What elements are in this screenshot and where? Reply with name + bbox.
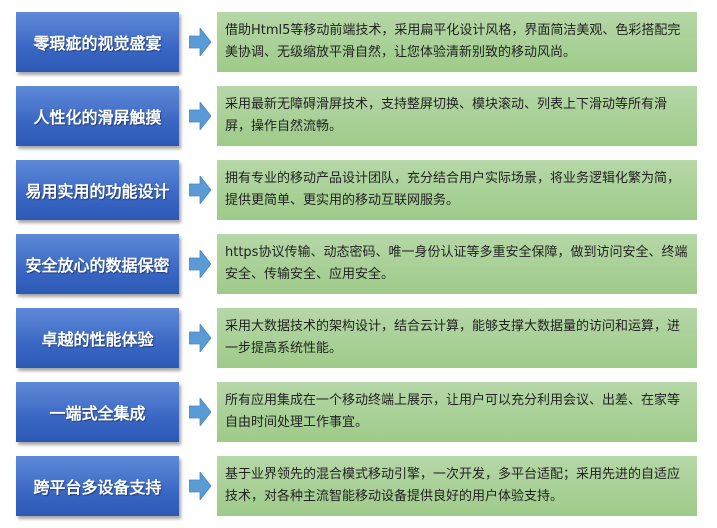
arrow-right-icon (189, 398, 211, 426)
feature-description-text: 拥有专业的移动产品设计团队，充分结合用户实际场景，将业务逻辑化繁为简，提供更简单… (225, 171, 681, 208)
feature-description-text: 采用最新无障碍滑屏技术，支持整屏切换、模块滚动、列表上下滑动等所有滑屏，操作自然… (225, 97, 668, 134)
feature-title: 零瑕疵的视觉盛宴 (16, 12, 179, 72)
feature-row: 安全放心的数据保密 https协议传输、动态密码、唯一身份认证等多重安全保障，做… (0, 234, 717, 294)
feature-row: 一端式全集成 所有应用集成在一个移动终端上展示，让用户可以充分利用会议、出差、在… (0, 382, 717, 442)
feature-description-text: 借助Html5等移动前端技术，采用扁平化设计风格，界面简洁美观、色彩搭配完美协调… (225, 23, 681, 60)
feature-description: 借助Html5等移动前端技术，采用扁平化设计风格，界面简洁美观、色彩搭配完美协调… (217, 12, 697, 72)
feature-description: 基于业界领先的混合模式移动引擎，一次开发，多平台适配；采用先进的自适应技术，对各… (217, 456, 697, 516)
feature-description: 采用大数据技术的架构设计，结合云计算，能够支撑大数据量的访问和运算，进一步提高系… (217, 308, 697, 368)
feature-description: 采用最新无障碍滑屏技术，支持整屏切换、模块滚动、列表上下滑动等所有滑屏，操作自然… (217, 86, 697, 146)
feature-description: https协议传输、动态密码、唯一身份认证等多重安全保障，做到访问安全、终端安全… (217, 234, 697, 294)
arrow-right-icon (189, 102, 211, 130)
feature-row: 零瑕疵的视觉盛宴 借助Html5等移动前端技术，采用扁平化设计风格，界面简洁美观… (0, 12, 717, 72)
feature-row: 跨平台多设备支持 基于业界领先的混合模式移动引擎，一次开发，多平台适配；采用先进… (0, 456, 717, 516)
feature-title: 易用实用的功能设计 (16, 160, 179, 220)
feature-description: 所有应用集成在一个移动终端上展示，让用户可以充分利用会议、出差、在家等自由时间处… (217, 382, 697, 442)
feature-description: 拥有专业的移动产品设计团队，充分结合用户实际场景，将业务逻辑化繁为简，提供更简单… (217, 160, 697, 220)
feature-title: 跨平台多设备支持 (16, 456, 179, 516)
feature-row: 易用实用的功能设计 拥有专业的移动产品设计团队，充分结合用户实际场景，将业务逻辑… (0, 160, 717, 220)
feature-description-text: 所有应用集成在一个移动终端上展示，让用户可以充分利用会议、出差、在家等自由时间处… (225, 393, 681, 430)
feature-row: 卓越的性能体验 采用大数据技术的架构设计，结合云计算，能够支撑大数据量的访问和运… (0, 308, 717, 368)
feature-title: 一端式全集成 (16, 382, 179, 442)
arrow-right-icon (189, 472, 211, 500)
feature-title: 安全放心的数据保密 (16, 234, 179, 294)
feature-description-text: https协议传输、动态密码、唯一身份认证等多重安全保障，做到访问安全、终端安全… (225, 245, 688, 282)
feature-description-text: 基于业界领先的混合模式移动引擎，一次开发，多平台适配；采用先进的自适应技术，对各… (225, 467, 681, 504)
arrow-right-icon (189, 324, 211, 352)
feature-description-text: 采用大数据技术的架构设计，结合云计算，能够支撑大数据量的访问和运算，进一步提高系… (225, 319, 681, 356)
feature-title: 卓越的性能体验 (16, 308, 179, 368)
arrow-right-icon (189, 28, 211, 56)
feature-title: 人性化的滑屏触摸 (16, 86, 179, 146)
arrow-right-icon (189, 176, 211, 204)
feature-row: 人性化的滑屏触摸 采用最新无障碍滑屏技术，支持整屏切换、模块滚动、列表上下滑动等… (0, 86, 717, 146)
arrow-right-icon (189, 250, 211, 278)
